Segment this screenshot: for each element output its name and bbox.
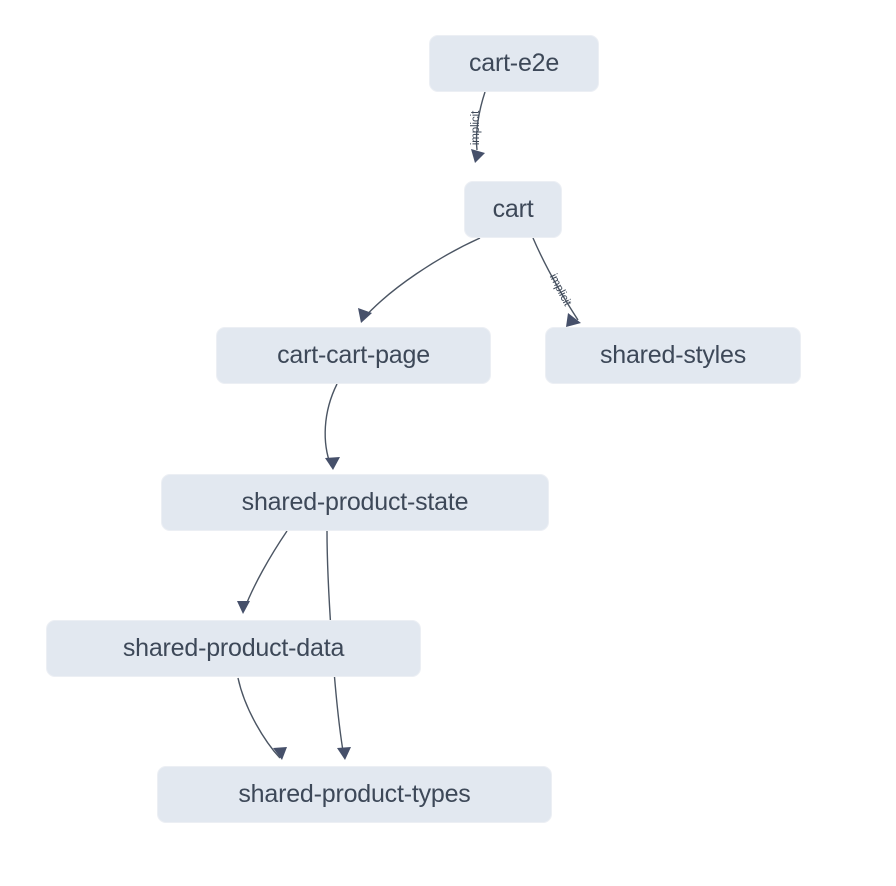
edge-cart-cart-page-to-shared-product-state <box>324 383 338 467</box>
arrowhead-icon-shared-product-data <box>237 601 250 614</box>
graph-node-cart-e2e[interactable]: cart-e2e <box>429 35 599 92</box>
graph-node-label: shared-styles <box>599 341 747 369</box>
graph-node-label: shared-product-data <box>122 634 345 662</box>
edge-label-implicit-cart-shared-styles: implicit <box>547 272 574 309</box>
arrowhead-icon-shared-product-types-from-state <box>337 747 351 760</box>
graph-node-shared-product-state[interactable]: shared-product-state <box>161 474 549 531</box>
edge-cart-e2e-to-cart <box>475 91 486 151</box>
edge-cart-to-shared-styles <box>532 237 579 321</box>
graph-node-cart[interactable]: cart <box>464 181 562 238</box>
edge-shared-product-data-to-shared-product-types <box>237 677 281 759</box>
graph-node-label: shared-product-types <box>238 780 471 808</box>
arrowhead-icon-shared-product-types-from-data <box>273 747 287 760</box>
graph-node-label: shared-product-state <box>241 488 469 516</box>
arrowhead-icon-shared-product-state <box>325 457 340 470</box>
graph-node-cart-cart-page[interactable]: cart-cart-page <box>216 327 491 384</box>
graph-node-label: cart-cart-page <box>277 341 430 369</box>
graph-node-shared-product-data[interactable]: shared-product-data <box>46 620 421 677</box>
graph-node-shared-product-types[interactable]: shared-product-types <box>157 766 552 823</box>
arrowhead-icon-cart <box>471 149 485 163</box>
edge-cart-to-cart-cart-page <box>361 237 481 321</box>
arrowhead-icon-cart-cart-page <box>358 308 372 323</box>
edge-shared-product-state-to-shared-product-data <box>243 530 288 611</box>
edge-label-implicit-cart-e2e-cart: implicit <box>470 110 482 145</box>
graph-node-label: cart-e2e <box>468 49 560 77</box>
graph-node-shared-styles[interactable]: shared-styles <box>545 327 801 384</box>
arrowhead-icon-shared-styles <box>566 313 581 327</box>
graph-node-label: cart <box>492 195 534 223</box>
